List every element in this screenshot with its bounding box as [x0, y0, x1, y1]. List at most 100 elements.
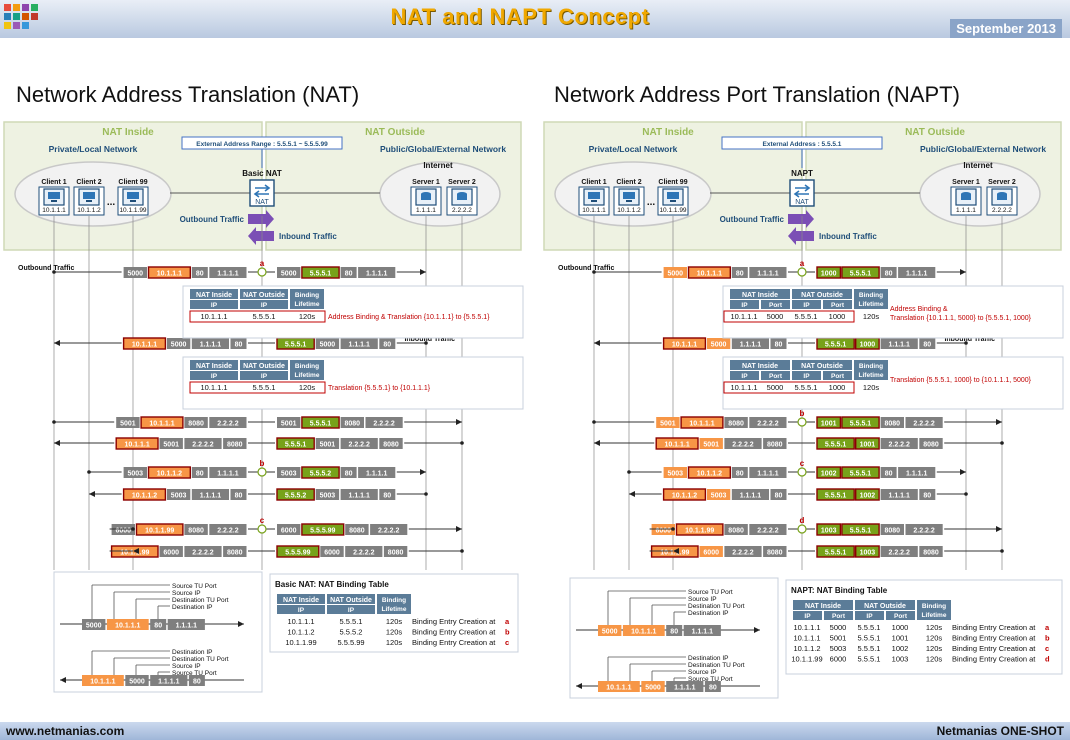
packet-origin-dot [964, 341, 968, 345]
packet-field-label: 10.1.1.99 [685, 528, 714, 535]
computer-icon-stand [130, 200, 136, 202]
packet-field [115, 437, 159, 450]
server-label: Server 2 [448, 179, 476, 186]
translation-marker [797, 467, 807, 477]
public-network-label: Public/Global/External Network [920, 144, 1046, 154]
table-header: Lifetime [382, 606, 407, 613]
packet-field-label: 1.1.1.1 [740, 342, 762, 349]
table-cell: 5.5.5.1 [858, 634, 881, 643]
binding-marker-letter: a [800, 259, 805, 268]
packet-field [680, 416, 724, 429]
packet-field-label: 5.5.5.1 [310, 421, 332, 428]
translation-marker [797, 524, 807, 534]
table-marker: b [505, 628, 510, 637]
server-label: Server 2 [988, 179, 1016, 186]
packet-field [125, 675, 149, 686]
computer-icon-stand [51, 200, 57, 202]
packet-field [816, 266, 842, 279]
packet-field-label: 80 [775, 342, 783, 349]
packet-field [816, 488, 855, 501]
packet-field [724, 546, 762, 557]
nat-inside-label: NAT Inside [642, 127, 694, 138]
logo-square [31, 4, 38, 11]
packet-field-label: 1.1.1.1 [366, 271, 388, 278]
inbound-traffic-label: Inbound Traffic [404, 336, 455, 343]
packet-field-label: 2.2.2.2 [913, 528, 935, 535]
packet-field [770, 489, 787, 500]
packet-field [184, 438, 222, 449]
packet-field-label: 2.2.2.2 [217, 421, 239, 428]
packet-field [276, 545, 320, 558]
legend-text: Destination IP [688, 610, 728, 617]
napt-section-title: Network Address Port Translation (NAPT) [554, 82, 960, 107]
table-cell: 5000 [767, 383, 784, 392]
private-network-label: Private/Local Network [49, 144, 138, 154]
table-cell: 10.1.1.1 [200, 383, 227, 392]
legend-text: Source TU Port [688, 589, 733, 596]
legend-arrowhead [576, 683, 582, 689]
logo-square [22, 22, 29, 29]
table-header-cell [240, 371, 288, 380]
packet-field [188, 675, 205, 686]
packet-field-label: 80 [885, 471, 893, 478]
nat-section-title: Network Address Translation (NAT) [16, 82, 360, 107]
packet-field [345, 546, 383, 557]
table-header-cell [855, 600, 915, 610]
packet-field [666, 681, 704, 692]
packet-field [340, 417, 364, 428]
packet-field-label: 80 [235, 342, 243, 349]
packet-field [191, 489, 229, 500]
logo-square [4, 13, 11, 20]
ellipsis: ... [107, 197, 116, 208]
packet-field [340, 489, 378, 500]
external-range-label: External Address Range : 5.5.5.1 ~ 5.5.5… [196, 141, 328, 148]
packet-field [763, 546, 787, 557]
table-header: Binding [295, 292, 319, 299]
table-header: Binding [382, 597, 406, 604]
packet-field-label: 1.1.1.1 [217, 471, 239, 478]
packet-arrowhead [54, 340, 60, 346]
packet-field [340, 467, 357, 478]
table-header-cell [730, 300, 759, 309]
packet-field-label: 6000 [116, 528, 132, 535]
binding-marker-letter: c [260, 516, 265, 525]
footer-brand: Netmanias ONE-SHOT [936, 724, 1064, 738]
nat-inside-label: NAT Inside [102, 127, 154, 138]
legend-arrowhead [238, 621, 244, 627]
table-header-cell [917, 600, 951, 620]
footer-bar [0, 722, 1070, 740]
legend-text: Source IP [688, 596, 717, 603]
packet-origin-dot [460, 549, 464, 553]
table-header-cell [190, 300, 238, 309]
packet-field [123, 467, 147, 478]
packet-field-label: 6000 [163, 550, 179, 557]
legend-text: Destination IP [172, 604, 212, 611]
packet-field [379, 489, 396, 500]
computer-icon-stand [670, 200, 676, 202]
packet-field [122, 337, 167, 350]
packet-field [880, 489, 918, 500]
client-ip: 10.1.1.99 [119, 207, 146, 214]
packet-field [147, 266, 191, 279]
packet-field-label: 80 [383, 342, 391, 349]
packet-field [880, 546, 918, 557]
packet-arrowhead [996, 419, 1002, 425]
translation-marker [257, 524, 267, 534]
packet-field [905, 417, 943, 428]
legend-text: Destination TU Port [688, 662, 745, 669]
table-cell: Binding Entry Creation at [412, 628, 496, 637]
packet-field-label: 8080 [383, 442, 399, 449]
table-cell: 10.1.1.1 [730, 383, 757, 392]
packet-field [191, 467, 208, 478]
outbound-big-arrow [248, 210, 274, 228]
packet-field-label: 6000 [324, 550, 340, 557]
packet-field-label: 80 [736, 471, 744, 478]
legend-text: Destination IP [688, 655, 728, 662]
packet-arrowhead [133, 548, 139, 554]
binding-note: Translation {5.5.5.1} to {10.1.1.1} [328, 385, 431, 392]
packet-field-label: 5.5.5.1 [825, 342, 847, 349]
table-cell: 1001 [892, 634, 909, 643]
packet-field-label: 5000 [128, 271, 144, 278]
table-header: IP [741, 302, 748, 309]
packet-field [358, 467, 396, 478]
